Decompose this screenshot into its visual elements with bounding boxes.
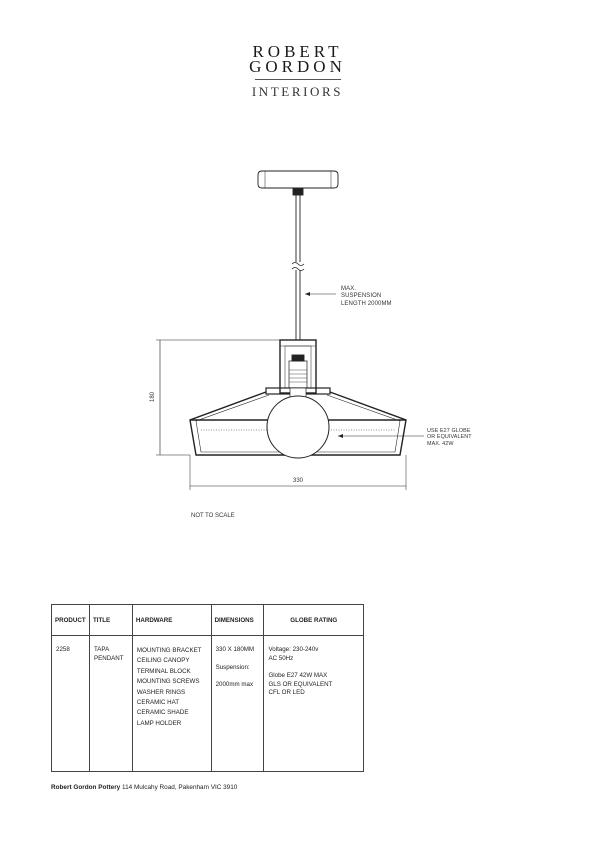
rating-line: Globe E27 42W MAX — [268, 672, 328, 680]
hardware-item: TERMINAL BLOCK — [136, 667, 191, 675]
hardware-item: WASHER RINGS — [136, 688, 186, 696]
suspension-note-line: SUSPENSION — [341, 293, 382, 300]
cell-globe-rating: Voltage: 230-240v AC 50Hz Globe E27 42W … — [263, 635, 364, 772]
header-product: PRODUCT — [51, 604, 90, 636]
hardware-item: CERAMIC HAT — [136, 699, 180, 707]
cell-product: 2258 — [51, 635, 90, 772]
bulb-note: USE E27 GLOBE OR EQUIVALENT MAX. 42W — [427, 428, 472, 447]
brand-line-robert: ROBERT — [252, 42, 343, 61]
hardware-item: LAMP HOLDER — [136, 719, 182, 727]
ceiling-canopy — [257, 170, 339, 189]
width-dimension-label: 330 — [293, 478, 304, 484]
rating-line: AC 50Hz — [268, 654, 294, 662]
bulb-note-line: OR EQUIVALENT — [427, 434, 472, 441]
dimensions-suspension-label: Suspension: — [215, 663, 250, 671]
rating-line: Voltage: 230-240v — [268, 646, 319, 653]
bulb-arrowhead — [338, 434, 343, 438]
cell-hardware: MOUNTING BRACKET CEILING CANOPY TERMINAL… — [131, 635, 212, 772]
suspension-arrowhead — [305, 292, 310, 296]
footer-address-text: 114 Mulcahy Road, Pakenham VIC 3910 — [120, 784, 238, 791]
height-dimension-label: 180 — [150, 391, 156, 402]
cord-grip — [292, 187, 304, 196]
footer-company: Robert Gordon Pottery — [51, 784, 121, 791]
suspension-note: MAX. SUSPENSION LENGTH 2000MM — [341, 286, 392, 308]
cable-break-mark-bottom — [291, 267, 305, 271]
brand-line-interiors: INTERIORS — [251, 84, 344, 99]
title-line: TAPA — [93, 646, 110, 653]
lamp-holder-body — [288, 360, 308, 389]
mounting-bracket — [279, 339, 317, 394]
footer-address: Robert Gordon Pottery 114 Mulcahy Road, … — [51, 784, 237, 791]
cable-break-gap — [292, 262, 304, 270]
hardware-item: MOUNTING BRACKET — [136, 647, 202, 654]
hardware-item: CEILING CANOPY — [136, 657, 190, 665]
globe-bulb — [266, 395, 330, 459]
cell-title: TAPA PENDANT — [88, 635, 133, 772]
spec-table: PRODUCT TITLE HARDWARE DIMENSIONS GLOBE … — [51, 604, 364, 772]
header-dimensions: DIMENSIONS — [210, 604, 265, 636]
title-line: PENDANT — [93, 654, 124, 662]
dimensions-suspension-value: 2000mm max — [215, 681, 254, 689]
scale-note: NOT TO SCALE — [191, 513, 235, 519]
dimensions-size: 330 X 180MM — [215, 646, 255, 653]
rating-line: CFL OR LED — [268, 689, 305, 697]
product-code: 2258 — [56, 646, 70, 653]
bulb-note-line: USE E27 GLOBE — [427, 428, 471, 434]
spec-table-header-row: PRODUCT TITLE HARDWARE DIMENSIONS GLOBE … — [51, 604, 364, 636]
bulb-note-line: MAX. 42W — [427, 440, 454, 447]
hardware-item: MOUNTING SCREWS — [136, 678, 200, 686]
table-row: 2258 TAPA PENDANT MOUNTING BRACKET CEILI… — [51, 635, 364, 772]
rating-line: GLS OR EQUIVALENT — [268, 680, 333, 688]
brand-divider — [255, 79, 341, 80]
lamp-holder-cap — [291, 354, 305, 362]
cell-dimensions: 330 X 180MM Suspension: 2000mm max — [210, 635, 265, 772]
header-globe-rating: GLOBE RATING — [263, 604, 364, 636]
brand-line-gordon: GORDON — [249, 57, 346, 76]
cable-break-mark-top — [291, 262, 305, 266]
header-title: TITLE — [88, 604, 133, 636]
hardware-item: CERAMIC SHADE — [136, 709, 189, 717]
suspension-note-line: MAX. — [341, 286, 357, 292]
suspension-note-line: LENGTH 2000MM — [341, 300, 392, 307]
header-hardware: HARDWARE — [131, 604, 212, 636]
